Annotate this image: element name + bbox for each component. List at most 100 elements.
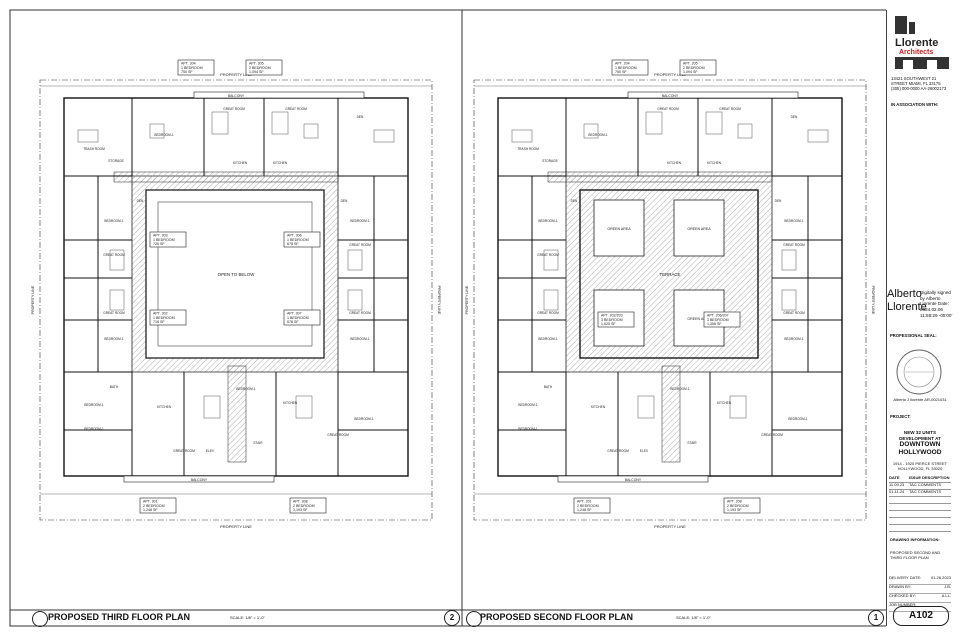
room-label: KITCHEN (233, 161, 248, 165)
property-line (39, 79, 433, 521)
unit-area: 750 SF (615, 70, 627, 74)
unit-beds: 1 BEDROOM (615, 66, 637, 70)
furniture (583, 123, 599, 139)
green-area-label: GREEN AREA (687, 227, 711, 231)
meta-row: JOB NUMBER: (889, 602, 951, 612)
room-label: BEDROOM-1 (236, 387, 256, 391)
unit-beds: 3 BEDROOM (601, 318, 623, 322)
meta-row: DELIVERY DATE:01.26.2023 (889, 575, 951, 585)
room-label: BEDROOM-1 (538, 219, 558, 223)
unit-name: APT. 205 (683, 62, 698, 66)
title-block: Llorente Architects 13421 SOUTHWEST 21 S… (886, 10, 953, 626)
unit-tag (149, 309, 187, 326)
green-area (673, 199, 725, 257)
unit-beds: 3 BEDROOM (707, 318, 729, 322)
sheet-number: A102 (893, 606, 949, 626)
room-label: GREAT ROOM (537, 311, 559, 315)
room-label: BEDROOM-1 (354, 417, 374, 421)
room-label: GREAT ROOM (537, 253, 559, 257)
room-label: ELEV (206, 449, 215, 453)
unit-beds: 1 BEDROOM (287, 238, 309, 242)
drawing-info-label: DRAWING INFORMATION: (890, 537, 940, 542)
room-label: STAIR (253, 441, 263, 445)
furniture (295, 395, 313, 419)
professional-seal-stamp (896, 349, 942, 395)
furniture (511, 129, 533, 143)
unit-beds: 1 BEDROOM (181, 66, 203, 70)
unit-tag (703, 311, 741, 328)
furniture (705, 111, 723, 135)
unit-name: APT. 305 (249, 62, 264, 66)
plan-number: 1 (868, 610, 884, 626)
room-label: KITCHEN (667, 161, 682, 165)
unit-beds: 2 BEDROOM (293, 504, 315, 508)
svg-text:Llorente: Llorente (895, 37, 938, 49)
balcony (627, 91, 799, 99)
unit-name: APT. 304 (181, 62, 196, 66)
room-label: BEDROOM-1 (670, 387, 690, 391)
room-label: GREAT ROOM (173, 449, 195, 453)
furniture (637, 395, 655, 419)
property-line-label: PROPERTY LINE (220, 72, 252, 77)
unit-beds: 1 BEDROOM (153, 238, 175, 242)
property-line-label: PROPERTY LINE (654, 72, 686, 77)
sheet-border (9, 9, 886, 627)
room-label: BEDROOM-1 (518, 403, 538, 407)
room-label: DEN (357, 115, 364, 119)
room-label: BEDROOM-1 (84, 403, 104, 407)
furniture (77, 129, 99, 143)
room-label: GREAT ROOM (719, 107, 741, 111)
unit-area: 678 SF (287, 242, 299, 246)
unit-beds: 1 BEDROOM (287, 316, 309, 320)
plan-number: 2 (444, 610, 460, 626)
meta-row: DRAWN BY:J.B. (889, 584, 951, 594)
unit-area: 1,356 SF (707, 322, 722, 326)
room-label: BEDROOM-1 (784, 337, 804, 341)
project-address: 1914 - 1920 PIERCE STREET HOLLYWOOD, FL … (892, 461, 948, 471)
room-label: STORAGE (542, 159, 558, 163)
furniture (303, 123, 319, 139)
property-line-label: PROPERTY LINE (871, 286, 875, 315)
central-court (145, 189, 325, 359)
furniture (109, 289, 125, 311)
detail-circle (32, 611, 48, 627)
furniture (211, 111, 229, 135)
room-label: BEDROOM-1 (788, 417, 808, 421)
unit-tag (289, 497, 327, 514)
plan-title: PROPOSED SECOND FLOOR PLAN (480, 612, 634, 622)
green-area-label: GREEN AREA (687, 317, 711, 321)
room-label: KITCHEN (283, 401, 298, 405)
furniture (271, 111, 289, 135)
unit-name: APT. 204 (615, 62, 630, 66)
unit-name: APT. 301 (143, 500, 158, 504)
room-label: BEDROOM-1 (154, 133, 174, 137)
unit-name: APT. 208 (727, 500, 742, 504)
room-label: DEN (341, 199, 348, 203)
signer-last-name: Llorente (887, 301, 927, 313)
drawing-meta: DELIVERY DATE:01.26.2023 DRAWN BY:J.B. C… (889, 575, 951, 612)
room-label: BATH (110, 385, 119, 389)
room-label: GREAT ROOM (349, 243, 371, 247)
firm-address: 13421 SOUTHWEST 21 STREET MIAMI, FL 3317… (891, 76, 947, 92)
project-name: NEW 32 UNITS DEVELOPMENT AT DOWNTOWN HOL… (890, 430, 950, 457)
consultant-label: IN ASSOCIATION WITH: (891, 102, 939, 107)
room-label: DEN (775, 199, 782, 203)
unit-tag (597, 311, 635, 328)
room-label: TRASH ROOM (83, 147, 105, 151)
room-label: BEDROOM-1 (84, 427, 104, 431)
room-label: STORAGE (108, 159, 124, 163)
furniture (347, 289, 363, 311)
room-label: KITCHEN (273, 161, 288, 165)
unit-area: 1,193 SF (293, 508, 308, 512)
room-label: GREAT ROOM (607, 449, 629, 453)
furniture (109, 249, 125, 271)
drawing-info: DRAWING INFORMATION: PROPOSED SECOND AND… (890, 537, 950, 560)
unit-tag (149, 231, 187, 248)
corridor (227, 365, 247, 463)
room-label: ELEV (640, 449, 649, 453)
property-line (473, 79, 867, 521)
corridor (113, 171, 339, 183)
